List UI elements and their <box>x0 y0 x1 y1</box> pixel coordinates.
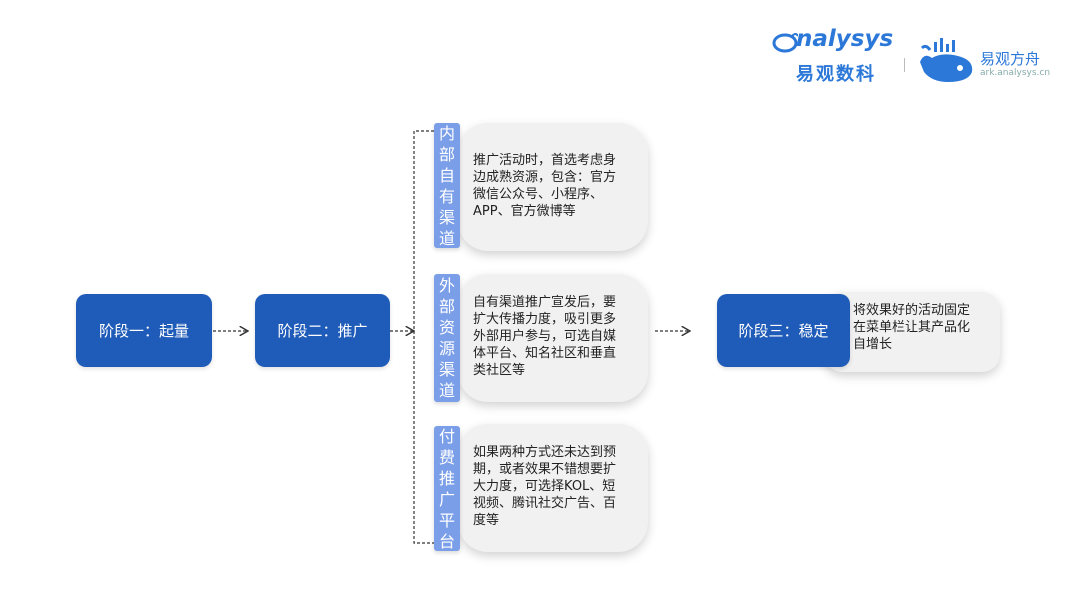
channel-3-label-char: 台 <box>438 531 455 551</box>
ark-url-text: ark.analysys.cn <box>980 68 1051 78</box>
channel-bracket <box>413 130 434 544</box>
channel-1-card <box>458 123 648 251</box>
desc-line: 在菜单栏让其产品化 <box>853 320 971 335</box>
stable-desc: 将效果好的活动固定 在菜单栏让其产品化 自增长 <box>853 302 970 353</box>
desc-line: 度等 <box>473 513 500 528</box>
desc-line: APP、官方微博等 <box>473 204 576 219</box>
channel-3-label-char: 推 <box>438 468 455 488</box>
channel-3-card <box>458 424 648 552</box>
logo-divider <box>904 58 905 72</box>
analysys-cn-text: 易观数科 <box>796 64 876 85</box>
desc-line: 推广活动时，首选考虑身 <box>473 153 617 168</box>
desc-line: 如果两种方式还未达到预 <box>473 445 617 460</box>
desc-line: 期，或者效果不错想要扩 <box>473 462 617 477</box>
channel-1-label-char: 内 <box>438 123 455 143</box>
channel-2-desc: 自有渠道推广宣发后，要 扩大传播力度，吸引更多 外部用户参与，可选自媒 体平台、… <box>473 294 616 379</box>
desc-line: 自增长 <box>853 337 893 352</box>
ark-cn-text: 易观方舟 <box>980 50 1041 68</box>
desc-line: 体平台、知名社区和垂直 <box>473 346 617 361</box>
analysys-en-text: nalysys <box>796 26 894 52</box>
stage-2-box: 阶段二：推广 <box>255 294 390 367</box>
desc-line: 外部用户参与，可选自媒 <box>473 329 617 344</box>
channel-2-label-char: 渠 <box>438 360 455 379</box>
desc-line: 边成熟资源，包含：官方 <box>473 170 617 185</box>
channel-2-label-char: 道 <box>438 381 455 400</box>
channel-2-label-char: 资 <box>438 318 455 337</box>
channel-1-label-char: 渠 <box>438 207 455 227</box>
desc-line: 微信公众号、小程序、 <box>473 187 604 202</box>
channel-2-label-char: 源 <box>438 339 455 358</box>
channel-1-desc: 推广活动时，首选考虑身 边成熟资源，包含：官方 微信公众号、小程序、 APP、官… <box>473 152 616 220</box>
channel-1-label-char: 自 <box>438 165 455 185</box>
channel-3-label-char: 广 <box>438 489 455 509</box>
channel-2-label-char: 部 <box>438 297 455 316</box>
channel-2-label-char: 外 <box>438 276 455 295</box>
analysys-swirl-icon <box>772 33 798 53</box>
channel-3-label-char: 付 <box>438 426 455 446</box>
stage-1-box: 阶段一：起量 <box>76 294 212 367</box>
channel-3-label-char: 平 <box>438 510 455 530</box>
channel-2-tab: 外 部 资 源 渠 道 <box>434 274 460 402</box>
desc-line: 扩大传播力度，吸引更多 <box>473 312 617 327</box>
channel-1-tab: 内 部 自 有 渠 道 <box>434 123 460 248</box>
whale-icon <box>920 38 973 82</box>
channel-2-card <box>458 274 648 402</box>
stable-desc-card <box>824 292 1000 372</box>
desc-line: 将效果好的活动固定 <box>853 303 971 318</box>
channel-1-label-char: 部 <box>438 144 455 164</box>
stage-3-box: 阶段三：稳定 <box>717 294 850 367</box>
desc-line: 类社区等 <box>473 363 526 378</box>
channel-1-label-char: 道 <box>438 228 455 248</box>
desc-line: 视频、腾讯社交广告、百 <box>473 496 617 511</box>
channel-3-tab: 付 费 推 广 平 台 <box>434 426 460 551</box>
channel-1-label-char: 有 <box>438 186 455 206</box>
channel-3-desc: 如果两种方式还未达到预 期，或者效果不错想要扩 大力度，可选择KOL、短 视频、… <box>473 444 616 529</box>
channel-3-label-char: 费 <box>438 447 455 467</box>
desc-line: 自有渠道推广宣发后，要 <box>473 295 617 310</box>
desc-line: 大力度，可选择KOL、短 <box>473 479 616 494</box>
